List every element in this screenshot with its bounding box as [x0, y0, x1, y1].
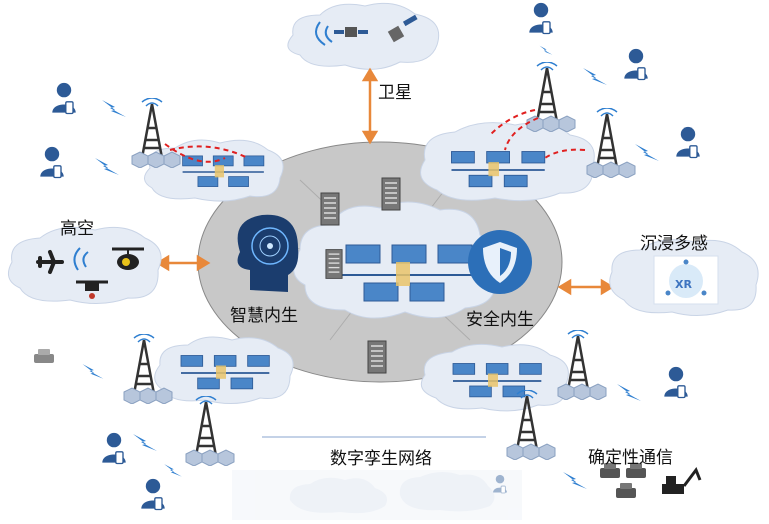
high-altitude-label: 高空: [60, 219, 94, 239]
core-cloud: [293, 201, 499, 319]
helicopter-icon: [112, 247, 144, 270]
car-icon: [626, 463, 646, 478]
car-icon: [34, 349, 54, 363]
wireless-signal-icon: [583, 68, 607, 85]
handover-arrow: [169, 145, 249, 159]
car-icon: [616, 483, 636, 498]
xr-label: XR: [675, 278, 692, 291]
user-icon: [101, 432, 127, 465]
wireless-signal-icon: [102, 100, 126, 117]
wireless-signal-icon: [133, 434, 157, 451]
ai-brain-head-icon: [237, 214, 299, 292]
server-rack-icon: [381, 177, 401, 211]
handover-arrow: [504, 117, 539, 151]
satellite-cloud: [287, 2, 440, 70]
digital-twin-label: 数字孪生网络: [330, 449, 432, 469]
access-cloud-top-left: [144, 139, 284, 202]
user-icon: [528, 2, 554, 35]
wireless-signal-icon: [563, 472, 587, 489]
satellite-icon: [334, 27, 368, 37]
ai-native-label: 智慧内生: [230, 306, 298, 326]
airplane-icon: [36, 250, 64, 274]
cell-tower-icon: [130, 98, 182, 168]
server-rack-icon: [320, 192, 340, 226]
drone-icon: [76, 280, 108, 299]
wireless-signal-icon: [95, 158, 119, 175]
cell-tower-icon: [585, 108, 637, 178]
wireless-signal-icon: [164, 464, 182, 477]
immersive-cloud: [609, 239, 759, 316]
user-icon: [39, 146, 65, 179]
access-cloud-bottom-right: [420, 343, 569, 412]
immersive-label: 沉浸多感: [640, 234, 708, 254]
digital-twin-strip: [232, 470, 522, 520]
excavator-icon: [662, 466, 702, 494]
high-altitude-cloud: [7, 226, 162, 304]
user-icon: [663, 366, 689, 399]
server-rack-icon: [367, 340, 387, 374]
handover-arrow: [489, 109, 536, 136]
user-icon: [140, 478, 166, 511]
wireless-signal-icon: [539, 45, 553, 55]
handover-arrow: [164, 143, 226, 163]
shield-icon: [468, 230, 532, 294]
access-cloud-top-right: [420, 122, 595, 202]
satellite-icon: [387, 14, 418, 43]
car-icon: [600, 463, 620, 478]
wireless-signal-icon: [82, 364, 104, 379]
handover-arrow: [544, 148, 586, 159]
cell-tower-icon: [184, 396, 236, 466]
user-icon: [675, 126, 701, 159]
cell-tower-icon: [525, 62, 577, 132]
user-icon: [623, 48, 649, 81]
satellite-label: 卫星: [378, 83, 412, 103]
access-cloud-bottom-left: [154, 336, 294, 404]
security-native-label: 安全内生: [466, 310, 534, 330]
deterministic-label: 确定性通信: [588, 448, 673, 468]
wireless-signal-icon: [635, 144, 659, 161]
user-icon: [51, 82, 77, 115]
wireless-signal-icon: [617, 384, 641, 401]
